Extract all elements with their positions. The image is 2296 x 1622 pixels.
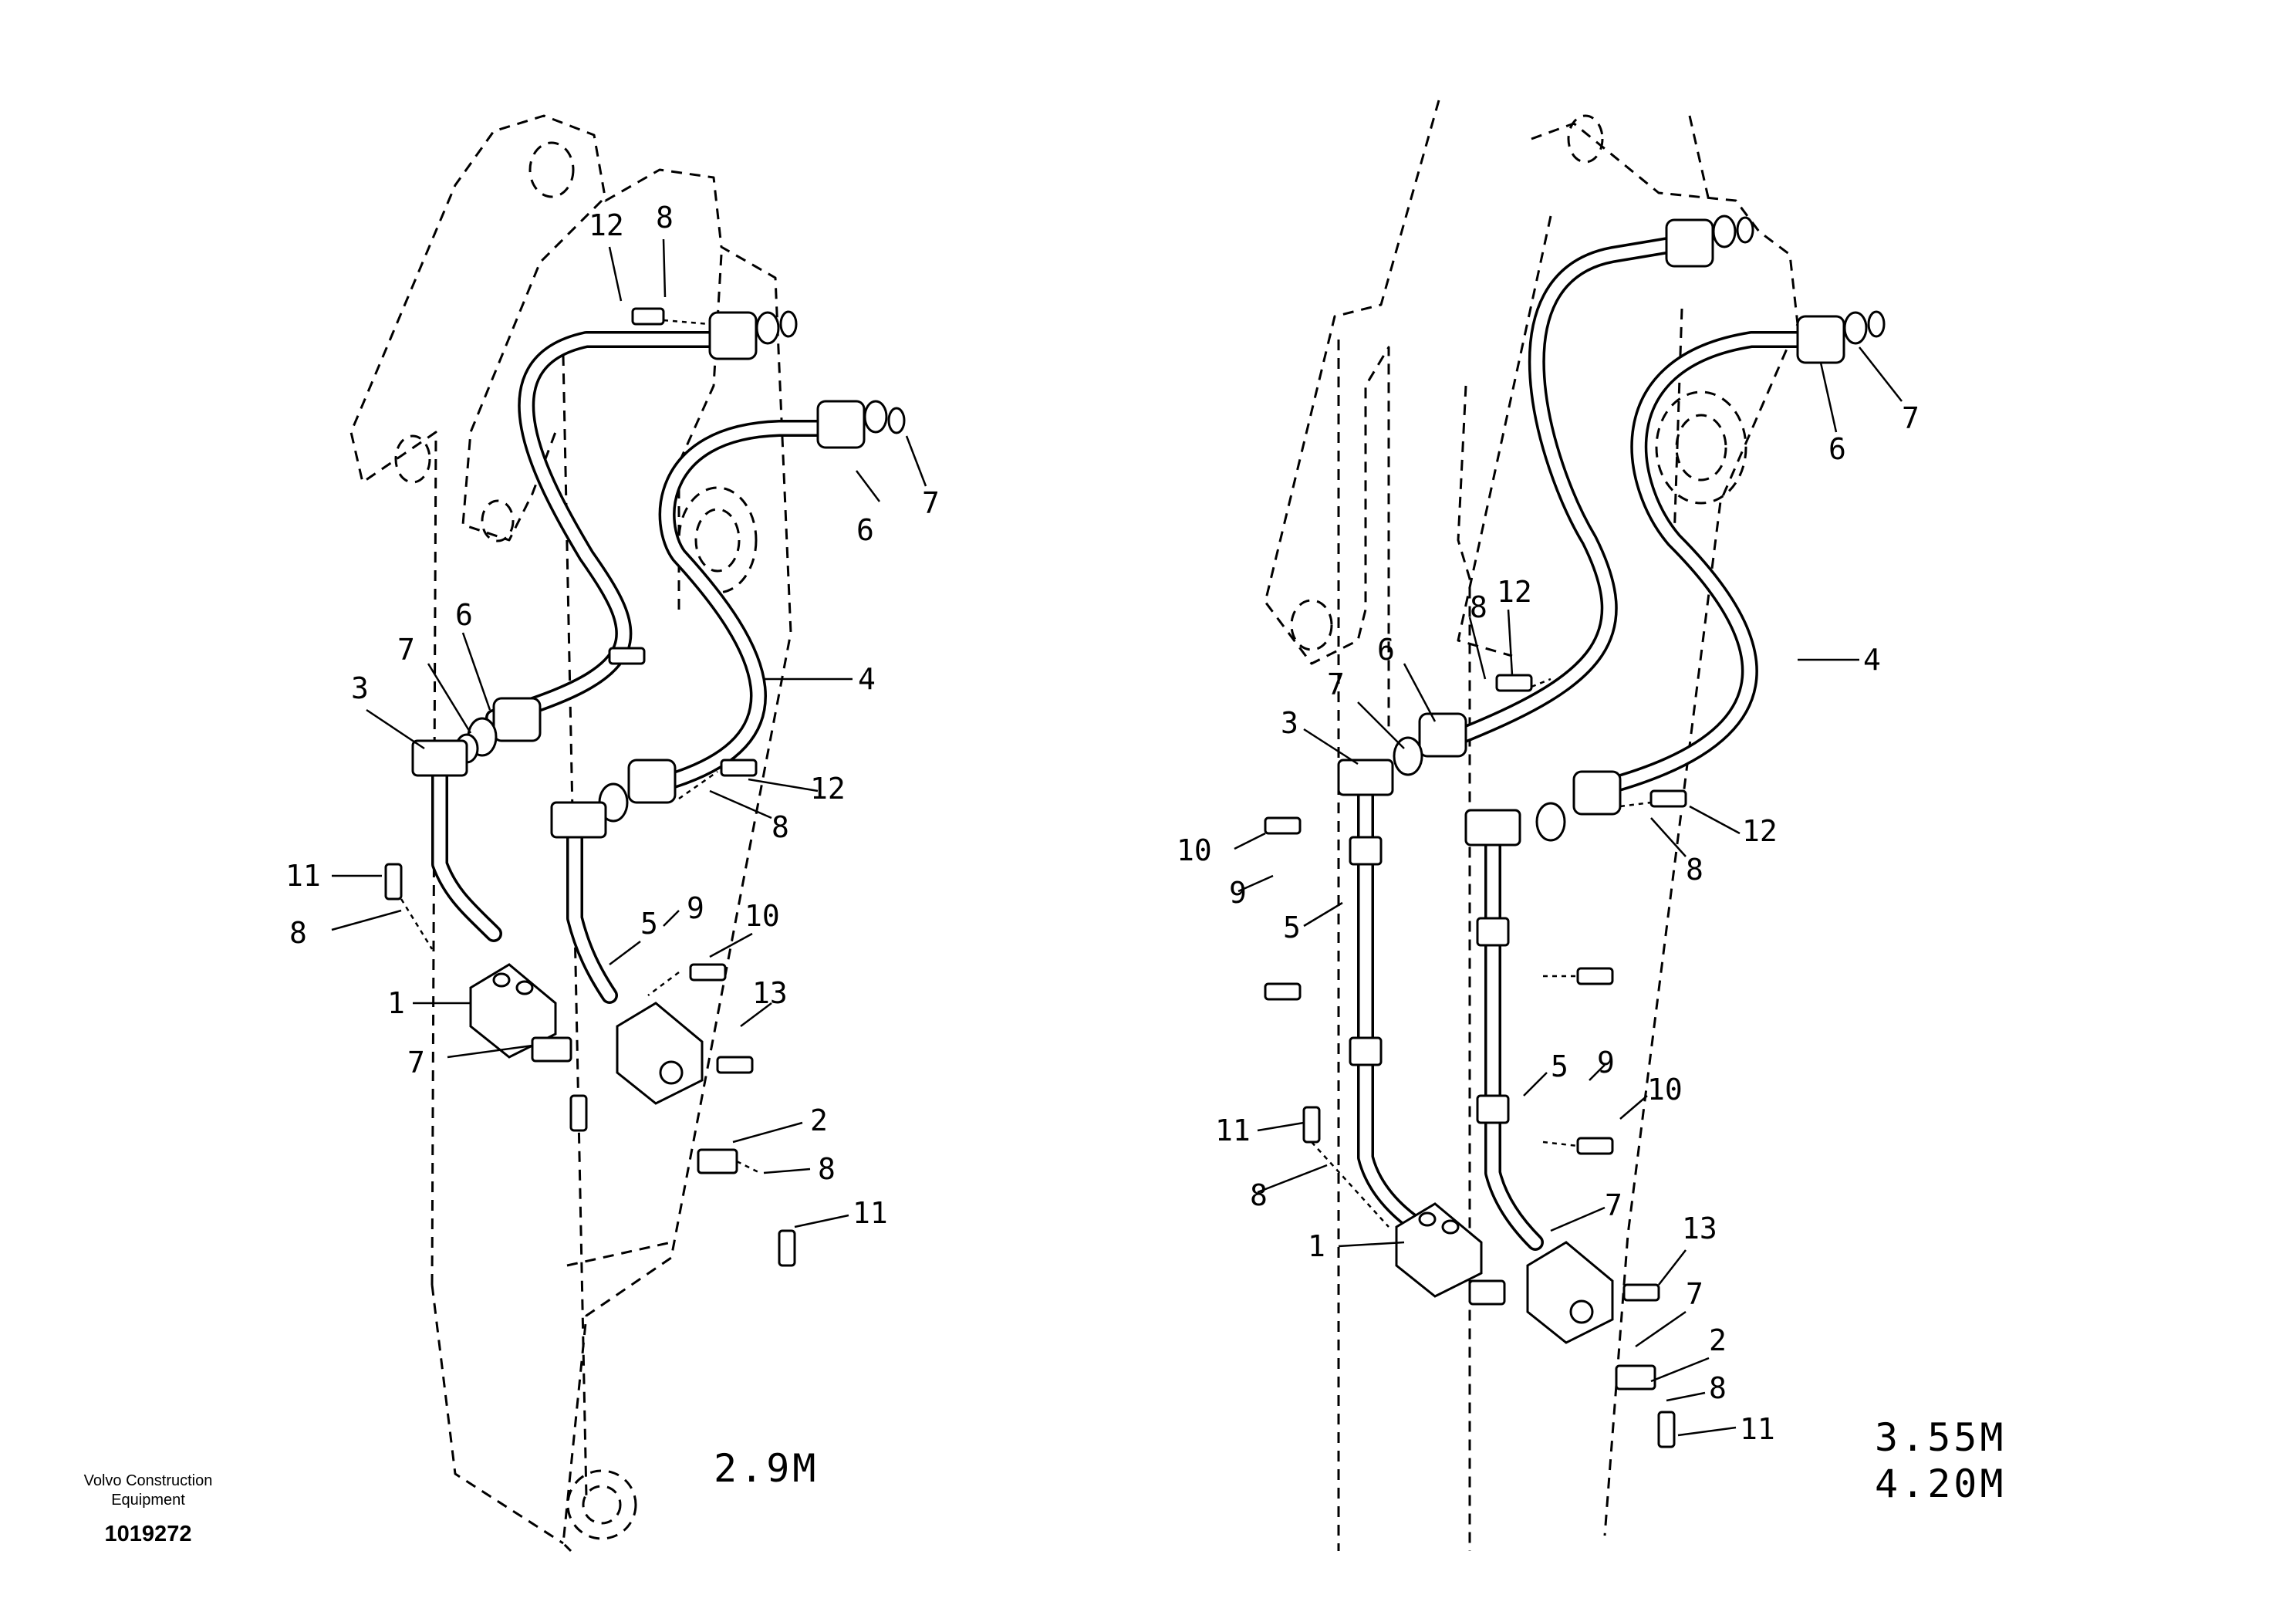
left-hoses bbox=[431, 331, 842, 1004]
callout-left-12a: 12 bbox=[589, 208, 624, 242]
right-fittings bbox=[1264, 215, 1886, 1448]
callout-right-1: 1 bbox=[1308, 1229, 1325, 1263]
callout-left-3: 3 bbox=[351, 671, 369, 705]
callout-left-5: 5 bbox=[640, 907, 658, 941]
callout-right-12a: 12 bbox=[1497, 575, 1532, 609]
callout-right-4: 4 bbox=[1863, 643, 1881, 677]
callout-right-12b: 12 bbox=[1742, 814, 1778, 848]
callout-right-3: 3 bbox=[1281, 706, 1298, 740]
callout-right-10b: 10 bbox=[1647, 1073, 1683, 1107]
callout-left-1: 1 bbox=[387, 986, 405, 1020]
publisher-name-line1: Volvo Construction bbox=[84, 1472, 213, 1489]
callout-left-6b: 6 bbox=[455, 598, 473, 632]
callout-left-8d: 8 bbox=[818, 1152, 836, 1186]
callout-right-7d: 7 bbox=[1686, 1277, 1703, 1311]
callout-right-11a: 11 bbox=[1215, 1113, 1251, 1147]
left-leader-lines bbox=[331, 238, 927, 1228]
callout-left-9: 9 bbox=[687, 891, 704, 925]
callout-right-11b: 11 bbox=[1740, 1412, 1775, 1446]
callout-right-8d: 8 bbox=[1709, 1371, 1727, 1405]
callout-right-8c: 8 bbox=[1250, 1178, 1268, 1212]
callout-right-7c: 7 bbox=[1605, 1188, 1622, 1222]
callout-right-9b: 9 bbox=[1597, 1046, 1615, 1080]
callout-left-12b: 12 bbox=[810, 772, 846, 806]
right-hoses bbox=[1357, 235, 1818, 1251]
callout-right-6b: 6 bbox=[1377, 633, 1395, 667]
right-variant-label-2: 4.20M bbox=[1875, 1461, 2007, 1506]
callout-left-6a: 6 bbox=[856, 513, 874, 547]
callout-right-10a: 10 bbox=[1177, 833, 1212, 867]
callout-left-4: 4 bbox=[858, 662, 876, 696]
callout-right-8a: 8 bbox=[1470, 590, 1487, 624]
callout-left-11a: 11 bbox=[285, 859, 321, 893]
callout-right-5a: 5 bbox=[1283, 911, 1301, 944]
left-callout-labels: 12 8 6 7 6 7 3 4 12 8 11 8 5 9 10 1 13 7… bbox=[285, 201, 940, 1230]
left-fittings bbox=[384, 307, 906, 1267]
right-leader-lines bbox=[1234, 346, 1903, 1437]
callout-right-5b: 5 bbox=[1551, 1049, 1568, 1083]
callout-right-8b: 8 bbox=[1686, 853, 1703, 887]
right-arm-outline bbox=[1264, 100, 1799, 1551]
right-callout-labels: 6 7 8 12 6 7 4 3 10 9 5 12 8 5 9 10 11 8… bbox=[1177, 401, 1920, 1446]
callout-left-8a: 8 bbox=[656, 201, 674, 235]
callout-right-7a: 7 bbox=[1902, 401, 1920, 435]
callout-left-8b: 8 bbox=[772, 810, 789, 844]
left-arm-outline bbox=[349, 114, 792, 1553]
callout-left-2: 2 bbox=[810, 1103, 828, 1137]
callout-left-13: 13 bbox=[752, 976, 788, 1010]
callout-left-10: 10 bbox=[745, 899, 780, 933]
callout-right-7b: 7 bbox=[1327, 667, 1345, 701]
publisher-name-line2: Equipment bbox=[111, 1492, 185, 1509]
drawing-reference-number: 1019272 bbox=[105, 1522, 192, 1546]
left-variant-label: 2.9M bbox=[714, 1446, 819, 1491]
callout-right-6a: 6 bbox=[1828, 432, 1846, 466]
callout-left-7b: 7 bbox=[397, 633, 415, 667]
callout-left-11b: 11 bbox=[853, 1196, 888, 1230]
callout-right-9a: 9 bbox=[1229, 876, 1247, 910]
callout-right-2: 2 bbox=[1709, 1323, 1727, 1357]
callout-left-7a: 7 bbox=[922, 486, 940, 520]
callout-left-7c: 7 bbox=[407, 1046, 425, 1080]
right-variant-label-1: 3.55M bbox=[1875, 1415, 2007, 1460]
callout-left-8c: 8 bbox=[289, 916, 307, 950]
callout-right-13: 13 bbox=[1682, 1211, 1717, 1245]
